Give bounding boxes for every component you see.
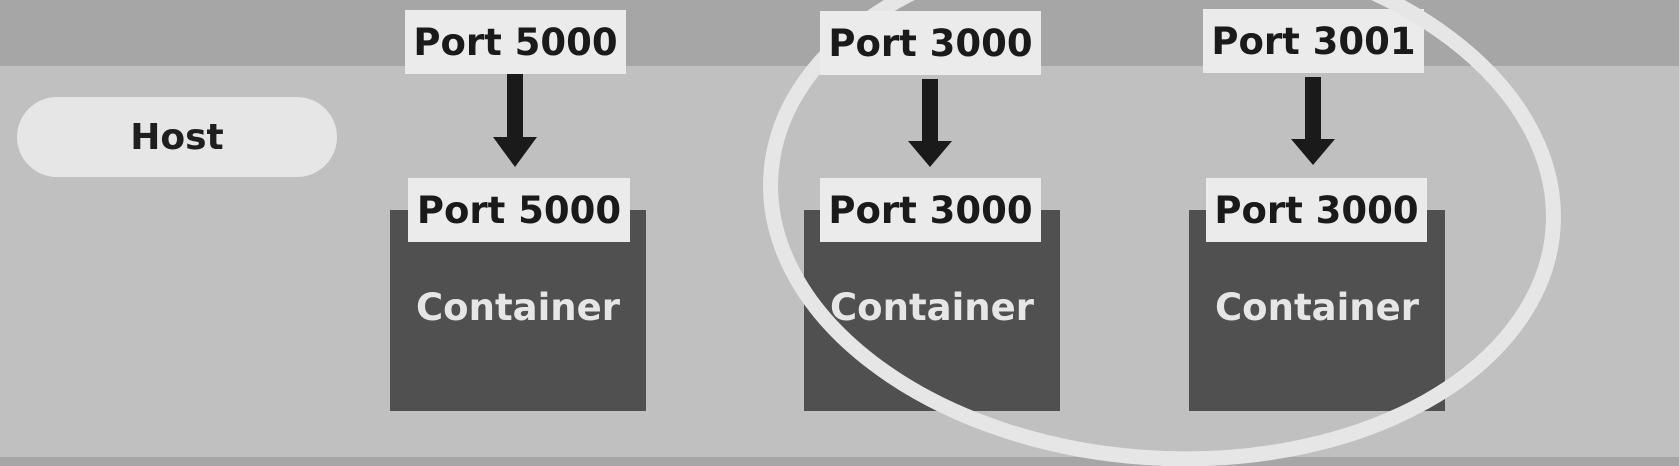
port-mapping-arrow-3 <box>1291 77 1335 165</box>
container-3-port-label: Port 3000 <box>1206 178 1427 242</box>
container-3: Container <box>1189 210 1445 411</box>
container-2-port-label: Port 3000 <box>820 178 1041 242</box>
container-1-port-label: Port 5000 <box>408 178 630 242</box>
port-mapping-arrow-1 <box>493 73 537 167</box>
outer-band-bottom <box>0 457 1679 466</box>
host-port-label-3: Port 3001 <box>1203 9 1424 73</box>
host-port-label-1: Port 5000 <box>405 10 626 74</box>
container-2: Container <box>804 210 1060 411</box>
host-port-label-2: Port 3000 <box>820 11 1041 75</box>
container-1: Container <box>390 210 646 411</box>
container-1-label: Container <box>416 286 620 329</box>
port-mapping-arrow-2 <box>908 79 952 167</box>
container-3-label: Container <box>1215 286 1419 329</box>
container-2-label: Container <box>830 286 1034 329</box>
host-label: Host <box>17 97 337 177</box>
